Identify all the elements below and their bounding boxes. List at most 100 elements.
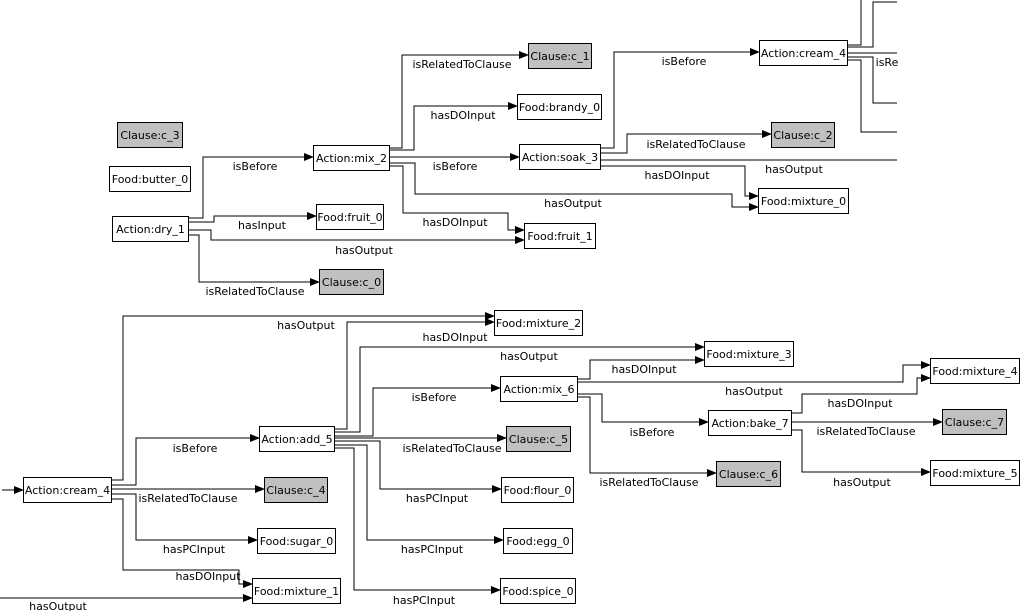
node-action-mix6[interactable]: Action:mix_6 — [500, 376, 578, 402]
edge-label: isBefore — [173, 442, 218, 455]
node-label: Food:mixture_5 — [932, 467, 1017, 480]
node-clause-c7[interactable]: Clause:c_7 — [942, 409, 1007, 435]
node-action-add5[interactable]: Action:add_5 — [259, 426, 335, 452]
node-food-brandy0[interactable]: Food:brandy_0 — [517, 94, 602, 120]
edge-label: hasOutput — [29, 600, 87, 611]
node-label: Action:add_5 — [261, 433, 332, 446]
node-box — [716, 461, 781, 487]
node-label: Clause:c_6 — [719, 468, 778, 481]
node-food-mixture3[interactable]: Food:mixture_3 — [704, 341, 794, 367]
node-label: Food:fruit_1 — [527, 230, 592, 243]
node-label: Clause:c_0 — [322, 276, 381, 289]
node-box — [259, 426, 335, 452]
node-box — [500, 376, 578, 402]
edge-label: hasDOInput — [422, 216, 488, 229]
node-clause-c0[interactable]: Clause:c_0 — [319, 269, 384, 295]
edge-action_add5-action_mix6 — [334, 384, 501, 437]
node-box — [517, 94, 602, 120]
node-clause-c5[interactable]: Clause:c_5 — [506, 426, 571, 452]
node-food-egg0[interactable]: Food:egg_0 — [503, 528, 573, 554]
node-food-mixture1[interactable]: Food:mixture_1 — [252, 578, 341, 604]
edge-label: hasOutput — [335, 244, 393, 257]
node-label: Action:cream_4 — [25, 484, 110, 497]
node-label: Food:mixture_0 — [761, 195, 846, 208]
edge-action_soak3-action_cream4_top — [600, 48, 760, 149]
edge-action_bake7-food_mixture5 — [791, 429, 931, 476]
edge-label: isBefore — [433, 160, 478, 173]
node-label: Food:mixture_2 — [496, 317, 581, 330]
node-food-flour0[interactable]: Food:flour_0 — [501, 477, 574, 503]
node-action-mix2[interactable]: Action:mix_2 — [313, 145, 390, 171]
node-clause-c6[interactable]: Clause:c_6 — [716, 461, 781, 487]
node-action-cream4-top[interactable]: Action:cream_4 — [759, 40, 848, 66]
edge-label: isBefore — [412, 391, 457, 404]
node-box — [319, 269, 384, 295]
node-box — [758, 188, 849, 214]
node-label: Clause:c_7 — [945, 416, 1004, 429]
edge-label: isBefore — [662, 55, 707, 68]
edge-label: hasOutput — [833, 476, 891, 489]
edge-label: isRelatedToClause — [599, 476, 698, 489]
edge-action_cream4-food_sugar0 — [111, 493, 258, 544]
edge-action_mix2-food_fruit1 — [389, 165, 525, 234]
edge-label: hasDOInput — [175, 570, 241, 583]
edge-label: isRelatedToClause — [138, 492, 237, 505]
edge-action_mix2-clause_c1 — [389, 51, 529, 149]
node-action-bake7[interactable]: Action:bake_7 — [708, 410, 792, 436]
node-box — [519, 144, 601, 170]
node-food-mixture2[interactable]: Food:mixture_2 — [494, 310, 583, 336]
node-clause-c4[interactable]: Clause:c_4 — [264, 477, 328, 503]
node-label: Clause:c_2 — [773, 129, 832, 142]
node-label: Food:spice_0 — [502, 585, 573, 598]
node-label: Action:bake_7 — [711, 417, 788, 430]
edge-label: hasOutput — [544, 197, 602, 210]
edge-label: hasOutput — [277, 319, 335, 332]
node-clause-c3[interactable]: Clause:c_3 — [117, 122, 183, 148]
edge-label: isRelatedToClause — [816, 425, 915, 438]
node-label: Food:flour_0 — [504, 484, 572, 497]
node-food-sugar0[interactable]: Food:sugar_0 — [257, 528, 336, 554]
edge-label: isBefore — [630, 426, 675, 439]
node-food-fruit1[interactable]: Food:fruit_1 — [524, 223, 596, 249]
node-box — [252, 578, 341, 604]
node-food-mixture0[interactable]: Food:mixture_0 — [758, 188, 849, 214]
edge-action_add5-food_mixture3 — [334, 343, 705, 433]
node-label: Food:butter_0 — [112, 173, 188, 186]
node-action-dry1[interactable]: Action:dry_1 — [112, 216, 189, 242]
node-label: Action:mix_2 — [316, 152, 387, 165]
node-box — [930, 460, 1020, 486]
edge-label: hasOutput — [725, 385, 783, 398]
node-label: Action:mix_6 — [504, 383, 575, 396]
node-label: Clause:c_4 — [266, 484, 325, 497]
node-food-mixture4[interactable]: Food:mixture_4 — [930, 358, 1020, 384]
node-label: Food:brandy_0 — [519, 101, 600, 114]
node-label: Action:dry_1 — [116, 223, 185, 236]
node-food-butter0[interactable]: Food:butter_0 — [109, 166, 191, 192]
node-food-fruit0[interactable]: Food:fruit_0 — [316, 204, 384, 230]
edge-label: hasPCInput — [406, 492, 469, 505]
node-box — [942, 409, 1007, 435]
node-food-mixture5[interactable]: Food:mixture_5 — [930, 460, 1020, 486]
edge-stub — [847, 59, 897, 133]
node-label: Food:egg_0 — [506, 535, 569, 548]
edge-label: isRe — [876, 56, 899, 69]
edge-action_add5-food_spice0 — [334, 447, 501, 594]
node-clause-c1[interactable]: Clause:c_1 — [528, 43, 592, 69]
edge-action_mix6-action_bake7 — [577, 393, 709, 426]
node-clause-c2[interactable]: Clause:c_2 — [771, 122, 835, 148]
node-box — [23, 477, 112, 503]
node-action-soak3[interactable]: Action:soak_3 — [519, 144, 601, 170]
edge-label: hasPCInput — [163, 543, 226, 556]
edge-stub — [847, 1, 897, 48]
node-label: Food:mixture_1 — [254, 585, 339, 598]
edge-action_soak3-food_mixture0 — [600, 165, 759, 200]
edge-action_soak3-clause_c2 — [600, 130, 772, 154]
node-food-spice0[interactable]: Food:spice_0 — [500, 578, 576, 604]
node-box — [257, 528, 336, 554]
node-box — [112, 216, 189, 242]
node-action-cream4[interactable]: Action:cream_4 — [23, 477, 112, 503]
edge-stub — [847, 56, 897, 104]
edge-action_cream4-food_mixture1 — [111, 498, 253, 588]
node-label: Clause:c_1 — [530, 50, 589, 63]
